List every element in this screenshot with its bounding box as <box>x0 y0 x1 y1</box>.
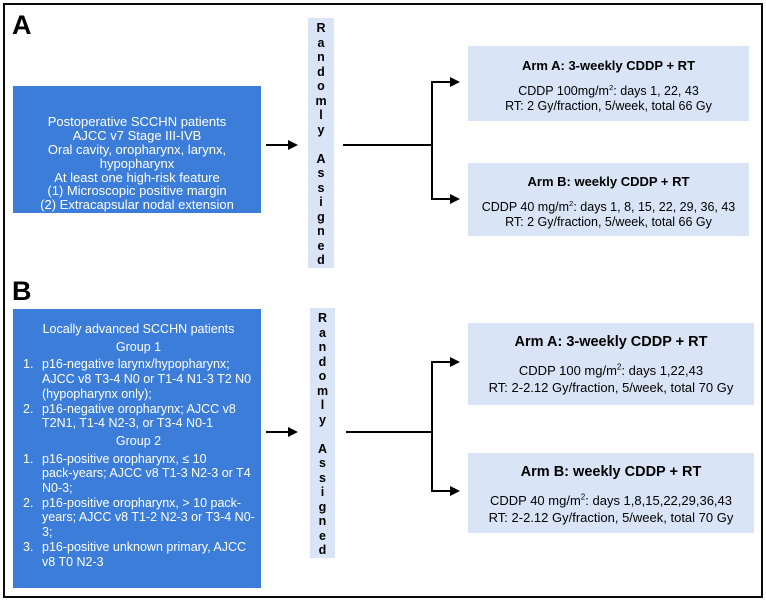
panel-a-arm-a-title: Arm A: 3-weekly CDDP + RT <box>521 58 696 73</box>
panel-b-arm-b-title: Arm B: weekly CDDP + RT <box>520 464 702 480</box>
panel-a-input-arrowhead-icon <box>288 139 298 150</box>
superscript: 2 <box>569 198 574 208</box>
panel-a-arm-b-box: Arm B: weekly CDDP + RT CDDP 40 mg/m2: d… <box>468 163 749 236</box>
panel-b-arm-a-title: Arm A: 3-weekly CDDP + RT <box>514 334 708 350</box>
figure-border <box>3 3 763 598</box>
panel-b-branch-bottom-line <box>431 490 451 492</box>
group-2-item: 1. p16-positive oropharynx, ≤ 10 pack-ye… <box>21 452 256 496</box>
panel-a-arm-b-rt-line: RT: 2 Gy/fraction, 5/week, total 66 Gy <box>505 215 712 229</box>
panel-a-arm-b-title: Arm B: weekly CDDP + RT <box>527 174 690 189</box>
item-number: 3. <box>23 539 34 554</box>
panel-a-arm-a-cddp-line: CDDP 100mg/m2: days 1, 22, 43 <box>518 82 699 98</box>
panel-b-randomized-line <box>346 431 433 433</box>
panel-b-patient-box: Locally advanced SCCHN patients Group 1 … <box>13 309 261 588</box>
panel-b-branch-vertical-line <box>431 361 433 492</box>
panel-b-patient-title: Locally advanced SCCHN patients <box>42 322 235 336</box>
item-text: p16-positive unknown primary, AJCC v8 T0… <box>42 539 247 569</box>
panel-b-randomly-assigned-column: R a n d o m l y A s s i g n e d <box>310 308 335 558</box>
panel-a-branch-bottom-line <box>431 198 451 200</box>
panel-b-arm-a-cddp-line: CDDP 100 mg/m2: days 1,22,43 <box>518 362 704 378</box>
panel-b-branch-top-line <box>431 361 451 363</box>
item-text: p16-negative larynx/hypopharynx; AJCC v8… <box>42 357 252 401</box>
item-text: p16-positive oropharynx, ≤ 10 pack-years… <box>42 451 251 496</box>
group-2-heading: Group 2 <box>115 433 162 448</box>
panel-a-branch-vertical-line <box>431 81 433 200</box>
panel-b-arm-b-box: Arm B: weekly CDDP + RT CDDP 40 mg/m2: d… <box>468 453 754 533</box>
panel-a-arm-a-box: Arm A: 3-weekly CDDP + RT CDDP 100mg/m2:… <box>468 46 749 121</box>
panel-b-arm-b-cddp-line: CDDP 40 mg/m2: days 1,8,15,22,29,36,43 <box>489 492 732 508</box>
panel-a-branch-bottom-arrowhead-icon <box>450 193 460 204</box>
panel-b-arm-a-box: Arm A: 3-weekly CDDP + RT CDDP 100 mg/m2… <box>468 323 754 405</box>
item-text: p16-negative oropharynx; AJCC v8 T2N1, T… <box>42 401 236 431</box>
item-number: 2. <box>23 495 34 510</box>
panel-a-branch-top-line <box>431 81 451 83</box>
panel-b-arm-a-rt-line: RT: 2-2.12 Gy/fraction, 5/week, total 70… <box>488 380 734 395</box>
item-number: 2. <box>23 401 34 416</box>
panel-a-randomized-line <box>343 144 433 146</box>
panel-a-patient-box: Postoperative SCCHN patients AJCC v7 Sta… <box>13 86 261 213</box>
group-1-heading: Group 1 <box>115 339 162 354</box>
group-1-item: 1. p16-negative larynx/hypopharynx; AJCC… <box>21 357 256 401</box>
group-1-item: 2. p16-negative oropharynx; AJCC v8 T2N1… <box>21 402 256 431</box>
panel-b-input-arrowhead-icon <box>288 426 298 437</box>
panel-b-branch-top-arrowhead-icon <box>450 356 460 367</box>
panel-a-patient-criteria: Postoperative SCCHN patients AJCC v7 Sta… <box>40 113 234 213</box>
panel-a-input-arrow-line <box>266 144 289 146</box>
panel-b-label: B <box>12 276 32 306</box>
panel-b-branch-bottom-arrowhead-icon <box>450 485 460 496</box>
group-2-item: 2. p16-positive oropharynx, > 10 pack- y… <box>21 496 256 540</box>
item-text: p16-positive oropharynx, > 10 pack- year… <box>42 495 255 540</box>
superscript: 2 <box>608 82 614 92</box>
panel-a-arm-a-rt-line: RT: 2 Gy/fraction, 5/week, total 66 Gy <box>505 99 712 113</box>
panel-b-input-arrow-line <box>266 431 289 433</box>
superscript: 2 <box>616 362 622 372</box>
panel-a-arm-b-cddp-line: CDDP 40 mg/m2: days 1, 8, 15, 22, 29, 36… <box>481 198 736 214</box>
group-2-item: 3. p16-positive unknown primary, AJCC v8… <box>21 540 256 569</box>
panel-a-branch-top-arrowhead-icon <box>450 76 460 87</box>
item-number: 1. <box>23 357 34 372</box>
superscript: 2 <box>580 492 586 502</box>
item-number: 1. <box>23 451 34 466</box>
panel-a-randomly-assigned-column: R a n d o m l y A s s i g n e d <box>308 18 334 268</box>
panel-b-arm-b-rt-line: RT: 2-2.12 Gy/fraction, 5/week, total 70… <box>488 510 734 525</box>
panel-a-label: A <box>12 10 32 40</box>
